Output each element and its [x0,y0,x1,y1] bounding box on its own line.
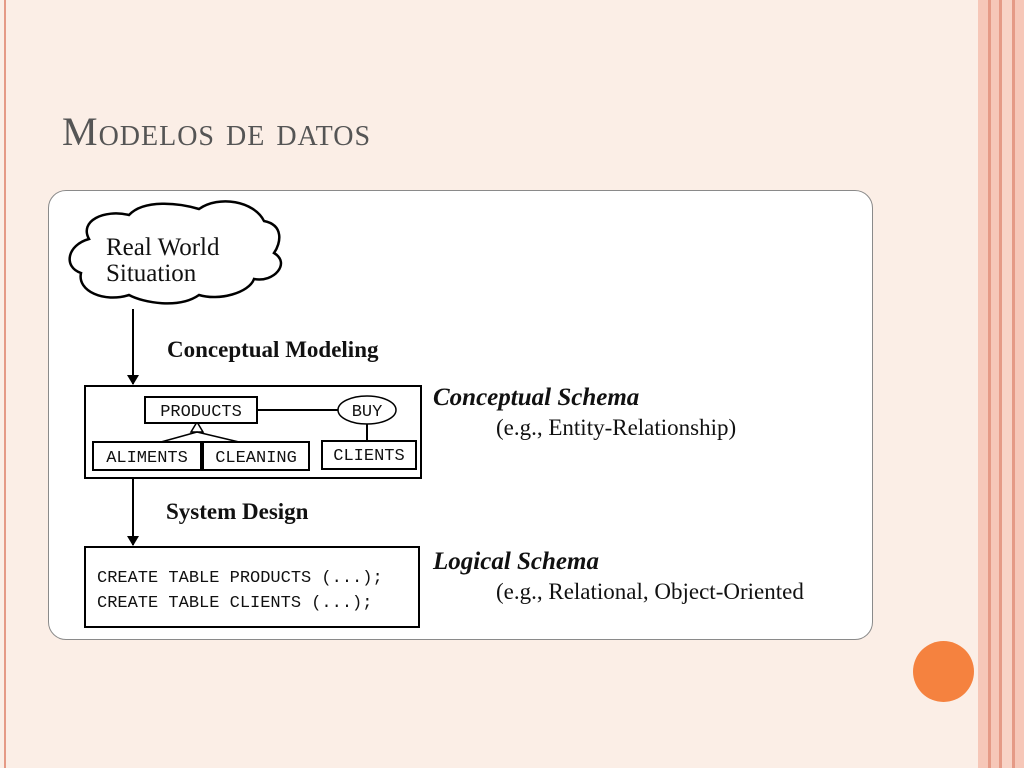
entity-cleaning-box [202,441,310,471]
right-stripe-3 [991,0,999,768]
entity-aliments-label: ALIMENTS [106,449,188,468]
conceptual-modeling-label: Conceptual Modeling [167,337,379,362]
system-design-label: System Design [166,499,309,524]
real-world-label-line2: Situation [106,260,197,287]
relationship-buy-ellipse [337,395,397,425]
conceptual-schema-title: Conceptual Schema [433,384,639,411]
relationship-buy-label: BUY [352,403,383,422]
data-modeling-diagram: Real World Situation Conceptual Modeling… [68,200,804,628]
logical-schema-example: (e.g., Relational, Object-Oriented [496,579,804,604]
right-stripe-1 [978,0,988,768]
right-stripe-2 [988,0,991,768]
real-world-label-line1: Real World [106,234,220,261]
isa-link-aliments [160,431,198,443]
conceptual-schema-example: (e.g., Entity-Relationship) [496,415,736,440]
logical-schema-code-line-1: CREATE TABLE PRODUCTS (...); [97,569,383,588]
logical-schema-code-line-2: CREATE TABLE CLIENTS (...); [97,594,372,613]
real-world-cloud [68,200,283,305]
entity-clients-box [321,440,417,470]
right-stripe-6 [1012,0,1015,768]
diagram-panel: Real World Situation Conceptual Modeling… [48,190,873,640]
isa-link-cleaning [196,431,240,443]
entity-clients-label: CLIENTS [333,447,404,466]
accent-dot [913,641,974,702]
conceptual-schema-box [84,385,422,479]
left-border-line [4,0,6,768]
logical-schema-title: Logical Schema [432,548,599,575]
entity-products-box [144,396,258,424]
right-stripe-5 [1002,0,1012,768]
entity-products-label: PRODUCTS [160,403,242,422]
logical-schema-box [84,546,420,628]
right-stripe-7 [1015,0,1024,768]
slide-title: Modelos de datos [62,109,372,154]
entity-cleaning-label: CLEANING [215,449,297,468]
entity-aliments-box [92,441,202,471]
right-stripe-4 [999,0,1002,768]
